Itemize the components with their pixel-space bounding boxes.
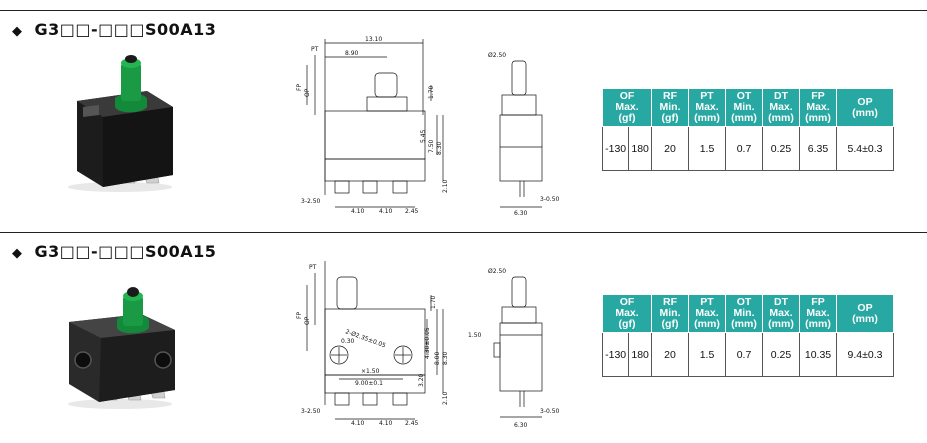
header-op: OP(mm) xyxy=(836,88,894,127)
cell-fp: 6.35 xyxy=(799,126,837,171)
cell-ot: 0.7 xyxy=(725,126,763,171)
cell-dt: 0.25 xyxy=(762,126,800,171)
cell-pt: 1.5 xyxy=(688,126,726,171)
spec-value-row: -130 180 20 1.5 0.7 0.25 10.35 9.4±0.3 xyxy=(601,332,894,377)
diamond-bullet-icon: ◆ xyxy=(12,24,23,39)
dim-end: 2.45 xyxy=(405,208,419,215)
cell-op: 5.4±0.3 xyxy=(836,126,894,171)
cell-op: 9.4±0.3 xyxy=(836,332,894,377)
side-view-drawing: Ø2.50 1.50 6.30 3-0.50 xyxy=(468,268,560,429)
label-pt: PT xyxy=(311,46,319,53)
dim-h2: 7.50 xyxy=(428,139,435,153)
top-rule xyxy=(0,10,927,11)
microswitch-photo-mounting xyxy=(68,287,175,409)
dim-body-h: 8.30 xyxy=(436,141,443,155)
dim-plunger-dia: Ø2.50 xyxy=(488,268,506,275)
side-view-drawing: Ø2.50 6.30 3-0.50 xyxy=(488,52,560,217)
dim-terminal-width: 3-2.50 xyxy=(301,408,321,415)
label-op: OP xyxy=(304,316,311,325)
cell-ot: 0.7 xyxy=(725,332,763,377)
dim-plunger-dia: Ø2.50 xyxy=(488,52,506,59)
dim-plunger-height: 1.70 xyxy=(428,85,435,99)
dim-overall-width: 13.10 xyxy=(365,36,382,43)
section-divider xyxy=(0,232,927,233)
dim-body-h: 8.30 xyxy=(442,351,449,365)
dim-actuator-pos: 8.90 xyxy=(345,50,359,57)
label-pt: PT xyxy=(309,264,317,271)
dim-pitch1: 4.10 xyxy=(351,420,365,427)
cell-of-max: 180 xyxy=(628,126,652,171)
label-op: OP xyxy=(304,88,311,97)
header-op: OP(mm) xyxy=(836,294,894,333)
dim-terminal-width: 3-2.50 xyxy=(301,198,321,205)
front-view-drawing: 13.10 8.90 PT OP FP 1.70 5.45 7.50 8.30 … xyxy=(296,36,449,215)
dim-pitch2: 4.10 xyxy=(379,420,393,427)
dim-plunger-height: 1.70 xyxy=(430,295,437,309)
cell-pt: 1.5 xyxy=(688,332,726,377)
cell-rf: 20 xyxy=(651,126,689,171)
dim-pitch2: 4.10 xyxy=(379,208,393,215)
dim-term-thick: 3-0.50 xyxy=(540,408,560,415)
front-view-drawing: PT OP FP 1.70 2-Ø2.35±0.05 0.30 ×1.50 9.… xyxy=(296,261,449,427)
cell-of-max: 180 xyxy=(628,332,652,377)
dim-side-offset: 1.50 xyxy=(468,332,482,339)
dim-hole-dia: ×1.50 xyxy=(361,368,380,375)
cell-rf: 20 xyxy=(651,332,689,377)
cell-of-min: -130 xyxy=(601,332,630,377)
label-fp: FP xyxy=(296,312,303,319)
dim-h2: 8.00 xyxy=(434,351,441,365)
section-title: ◆G3□□-□□□S00A13 xyxy=(12,20,217,39)
dim-end: 2.45 xyxy=(405,420,419,427)
dim-h1: 4.30±0.05 xyxy=(424,327,431,359)
label-fp: FP xyxy=(296,84,303,91)
spec-value-row: -130 180 20 1.5 0.7 0.25 6.35 5.4±0.3 xyxy=(601,126,894,171)
dim-hole-pitch: 9.00±0.1 xyxy=(355,380,383,387)
dim-h4: 2.10 xyxy=(442,391,449,405)
cell-of-min: -130 xyxy=(601,126,630,171)
microswitch-photo-plunger xyxy=(68,55,173,192)
cell-dt: 0.25 xyxy=(762,332,800,377)
section-title: ◆G3□□-□□□S00A15 xyxy=(12,242,217,261)
dim-term-thick: 3-0.50 xyxy=(540,196,560,203)
dim-r: 0.30 xyxy=(341,338,355,345)
dim-h3: 3.20 xyxy=(418,373,425,387)
diamond-bullet-icon: ◆ xyxy=(12,246,23,261)
dim-thickness: 6.30 xyxy=(514,210,528,217)
dim-pitch1: 4.10 xyxy=(351,208,365,215)
dim-h1: 5.45 xyxy=(420,129,427,143)
dim-terminal-len: 2.10 xyxy=(442,179,449,193)
cell-fp: 10.35 xyxy=(799,332,837,377)
dim-thickness: 6.30 xyxy=(514,422,528,429)
